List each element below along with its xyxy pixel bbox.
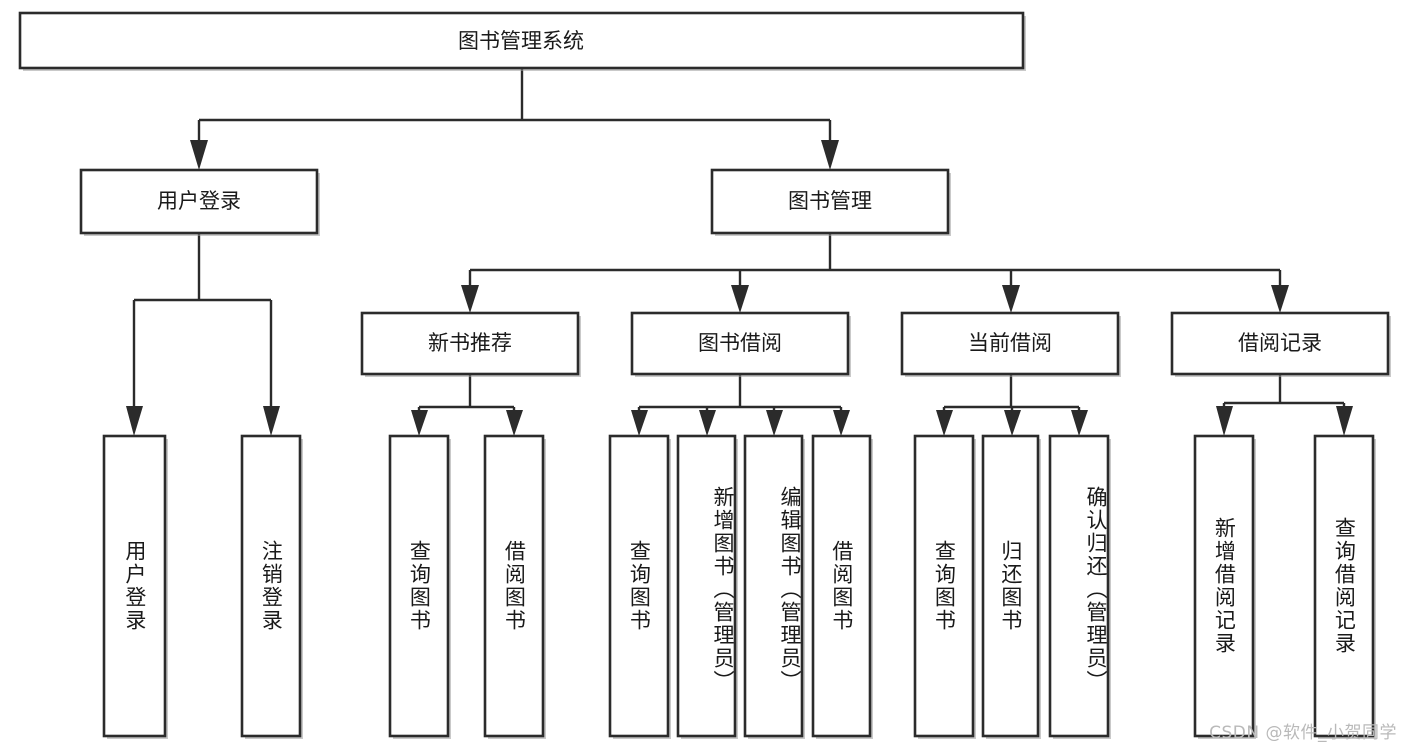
leaf-rect-query-book-1[interactable] — [388, 434, 450, 738]
node-new-book-recommend-rect — [360, 311, 580, 376]
node-root-rect — [18, 11, 1025, 70]
node-borrow-record[interactable]: 借阅记录 — [1170, 311, 1391, 377]
arrow-head-leaf-return-book — [1004, 410, 1021, 436]
arrow-head-leaf-add-record — [1216, 406, 1233, 436]
node-book-borrow-label: 图书借阅 — [698, 331, 782, 355]
arrow-head-book-management — [821, 140, 839, 170]
node-current-borrow-label: 当前借阅 — [968, 331, 1052, 355]
leaf-label-return-book: 归还图书 — [998, 540, 1023, 632]
node-user-login-rect — [79, 168, 319, 235]
arrow-head-leaf-borrow-book-1 — [506, 410, 523, 436]
connector-group-borrow-record — [1216, 375, 1353, 436]
leaf-rect-return-book[interactable] — [981, 434, 1040, 738]
arrow-head-user-login — [190, 140, 208, 170]
node-book-management[interactable]: 图书管理 — [710, 168, 951, 236]
connector-group-user-login — [126, 233, 280, 436]
node-borrow-record-label: 借阅记录 — [1238, 331, 1322, 355]
leaf-label-borrow-book-1: 借阅图书 — [502, 540, 527, 632]
leaf-rect-add-record[interactable] — [1193, 434, 1255, 738]
leaf-label-query-book-3: 查询图书 — [932, 540, 957, 632]
leaf-label-user-login: 用户登录 — [122, 540, 147, 632]
node-root-label: 图书管理系统 — [458, 29, 584, 53]
leaf-rect-query-book-2[interactable] — [608, 434, 670, 738]
leaf-label-add-book: 新增图书（管理员） — [711, 485, 735, 693]
node-current-borrow-rect — [900, 311, 1120, 376]
leaf-label-query-book-2: 查询图书 — [627, 540, 652, 632]
leaf-label-logout-login: 注销登录 — [259, 540, 284, 632]
leaf-label-query-record: 查询借阅记录 — [1332, 517, 1357, 655]
arrow-head-leaf-user-login — [126, 406, 143, 436]
leaf-rect-query-record[interactable] — [1313, 434, 1375, 738]
node-book-borrow[interactable]: 图书借阅 — [630, 311, 851, 377]
node-book-management-label: 图书管理 — [788, 189, 872, 213]
node-borrow-record-rect — [1170, 311, 1390, 376]
leaf-rect-borrow-book-2[interactable] — [811, 434, 872, 738]
node-new-book-recommend[interactable]: 新书推荐 — [360, 311, 581, 377]
leaf-rect-query-book-3[interactable] — [913, 434, 975, 738]
leaf-box-group — [102, 434, 1376, 739]
arrow-head-leaf-query-book-1 — [411, 410, 428, 436]
arrow-head-leaf-query-book-3 — [936, 410, 953, 436]
leaf-rect-borrow-book-1[interactable] — [483, 434, 545, 738]
leaf-rect-add-book[interactable] — [676, 434, 737, 738]
node-book-borrow-rect — [630, 311, 850, 376]
node-root[interactable]: 图书管理系统 — [18, 11, 1026, 71]
leaf-rect-logout-login[interactable] — [240, 434, 302, 738]
connector-group-current-borrow — [936, 375, 1088, 436]
leaf-label-borrow-book-2: 借阅图书 — [829, 540, 854, 632]
leaf-rect-edit-book[interactable] — [743, 434, 804, 738]
arrow-head-new-book-recommend — [461, 285, 479, 313]
connector-group-book-borrow — [631, 375, 850, 436]
leaf-rect-confirm-return[interactable] — [1048, 434, 1110, 738]
arrow-head-leaf-edit-book — [766, 410, 783, 436]
arrow-head-leaf-query-record — [1336, 406, 1353, 436]
arrow-head-leaf-confirm-return — [1071, 410, 1088, 436]
node-book-management-rect — [710, 168, 950, 235]
connector-group-new-book-recommend — [411, 375, 523, 436]
leaf-label-query-book-1: 查询图书 — [407, 540, 432, 632]
arrow-head-leaf-add-book — [699, 410, 716, 436]
arrow-head-current-borrow — [1002, 285, 1020, 313]
leaf-label-edit-book: 编辑图书（管理员） — [778, 485, 802, 693]
arrow-head-leaf-borrow-book-2 — [833, 410, 850, 436]
node-user-login-label: 用户登录 — [157, 189, 241, 213]
node-user-login[interactable]: 用户登录 — [79, 168, 320, 236]
leaf-rect-user-login[interactable] — [102, 434, 167, 738]
leaf-label-add-record: 新增借阅记录 — [1212, 517, 1237, 655]
node-current-borrow[interactable]: 当前借阅 — [900, 311, 1121, 377]
connector-group-book-management — [461, 233, 1289, 313]
connector-group-root — [190, 68, 839, 170]
arrow-head-book-borrow — [731, 285, 749, 313]
node-new-book-recommend-label: 新书推荐 — [428, 331, 512, 355]
leaf-label-confirm-return: 确认归还（管理员） — [1084, 485, 1108, 693]
arrow-head-borrow-record — [1271, 285, 1289, 313]
arrow-head-leaf-logout-login — [263, 406, 280, 436]
arrow-head-leaf-query-book-2 — [631, 410, 648, 436]
